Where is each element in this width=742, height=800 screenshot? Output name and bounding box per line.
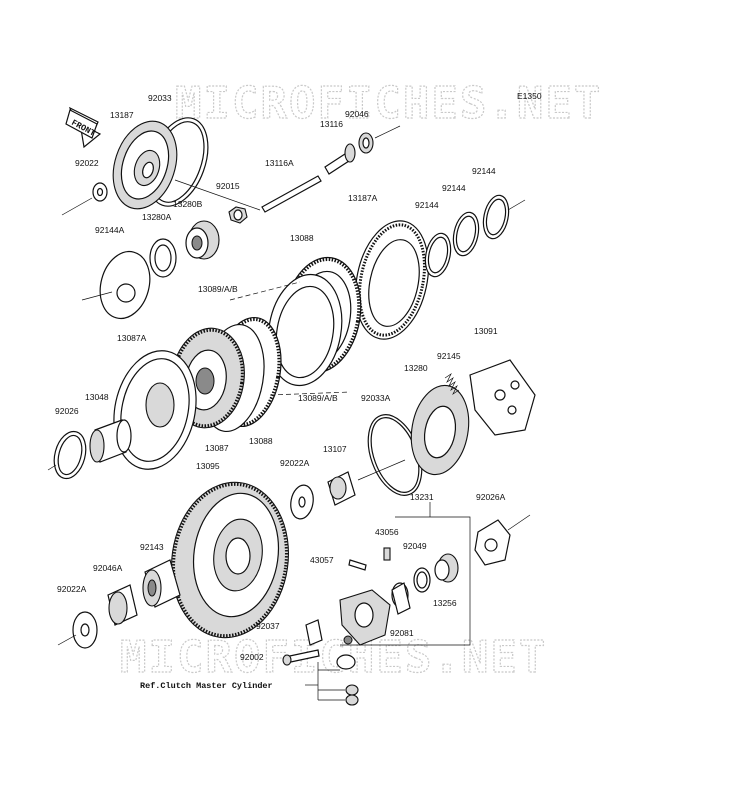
washer-92022A-mid (290, 484, 314, 520)
label-13088-bot: 13088 (249, 436, 273, 446)
pushrod-13116A (261, 175, 322, 213)
label-13107: 13107 (323, 444, 347, 454)
label-13089-bot: 13089/A/B (298, 393, 338, 403)
pin-92037 (305, 619, 323, 646)
label-13280B: 13280B (173, 199, 203, 209)
piston-13256 (434, 553, 459, 583)
label-92026A: 92026A (476, 492, 506, 502)
diagram-code: E1350 (517, 91, 542, 101)
needle-bearing-92046A (107, 584, 138, 626)
label-92022A-mid: 92022A (280, 458, 310, 468)
label-92037: 92037 (256, 621, 280, 631)
screw-43057 (348, 559, 367, 571)
label-13048: 13048 (85, 392, 109, 402)
label-13091: 13091 (474, 326, 498, 336)
cover-92026A (474, 519, 511, 566)
label-92144-c: 92144 (472, 166, 496, 176)
label-92022A-bot: 92022A (57, 584, 87, 594)
label-13087: 13087 (205, 443, 229, 453)
reference-note: Ref.Clutch Master Cylinder (140, 681, 273, 691)
shim-92144-c (482, 194, 510, 240)
label-92033: 92033 (148, 93, 172, 103)
clutch-plate-13187A (354, 220, 430, 340)
label-13256: 13256 (433, 598, 457, 608)
label-92144-b: 92144 (442, 183, 466, 193)
label-92015: 92015 (216, 181, 240, 191)
needle-bearing-92046 (358, 132, 374, 154)
shim-92144-b (452, 211, 480, 257)
label-13089-top: 13089/A/B (198, 284, 238, 294)
label-13087A: 13087A (117, 333, 147, 343)
label-13095: 13095 (196, 461, 220, 471)
label-92033A: 92033A (361, 393, 391, 403)
shim-92144-a (424, 232, 452, 278)
pushrod-13116 (324, 143, 356, 175)
label-13280: 13280 (404, 363, 428, 373)
label-13116A: 13116A (265, 158, 294, 168)
washer-92022A-bot (72, 611, 98, 649)
label-92144-a: 92144 (415, 200, 439, 210)
washer-92022 (92, 182, 108, 202)
bleeder-43056 (383, 547, 391, 561)
seal-92049 (413, 567, 431, 593)
bolt-92002 (282, 649, 320, 666)
sleeve-92143 (142, 559, 181, 608)
plate-13280 (410, 384, 470, 476)
label-13187: 13187 (110, 110, 134, 120)
label-13280A: 13280A (142, 212, 172, 222)
label-43056: 43056 (375, 527, 399, 537)
pressure-plate-13187 (112, 120, 178, 210)
spring-92145 (444, 372, 460, 396)
bearing-13280B (185, 220, 220, 260)
nut-92015 (228, 206, 248, 224)
label-92049: 92049 (403, 541, 427, 551)
slave-cylinder-body (339, 589, 391, 646)
label-13088-top: 13088 (290, 233, 314, 243)
label-43057: 43057 (310, 555, 334, 565)
plate-13087A (113, 350, 197, 470)
ring-92026 (53, 430, 87, 480)
boot-92081 (391, 582, 411, 615)
clutch-housing-13095 (170, 481, 290, 639)
front-arrow-icon: FRONT (65, 106, 102, 149)
label-92081: 92081 (390, 628, 414, 638)
label-13187A: 13187A (348, 193, 378, 203)
sleeve-13048 (89, 419, 132, 463)
label-13116: 13116 (320, 119, 343, 129)
steel-plate-13089-top (267, 273, 343, 387)
watermark-top: MICROFICHES.NET (175, 78, 602, 129)
collar-13107 (327, 471, 356, 506)
label-92046A: 92046A (93, 563, 123, 573)
label-92046: 92046 (345, 109, 369, 119)
banjo-fitting (336, 654, 359, 706)
plate-92144A (99, 250, 151, 320)
label-92145: 92145 (437, 351, 461, 361)
ring-92033A (367, 414, 423, 496)
label-92026: 92026 (55, 406, 79, 416)
label-92002: 92002 (240, 652, 264, 662)
label-92022: 92022 (75, 158, 99, 168)
plate-13091 (469, 359, 536, 436)
label-92143: 92143 (140, 542, 164, 552)
label-92144A: 92144A (95, 225, 125, 235)
watermark-bottom: MICROFICHES.NET (120, 632, 547, 683)
bearing-13280A (149, 238, 177, 278)
label-13231: 13231 (410, 492, 434, 502)
